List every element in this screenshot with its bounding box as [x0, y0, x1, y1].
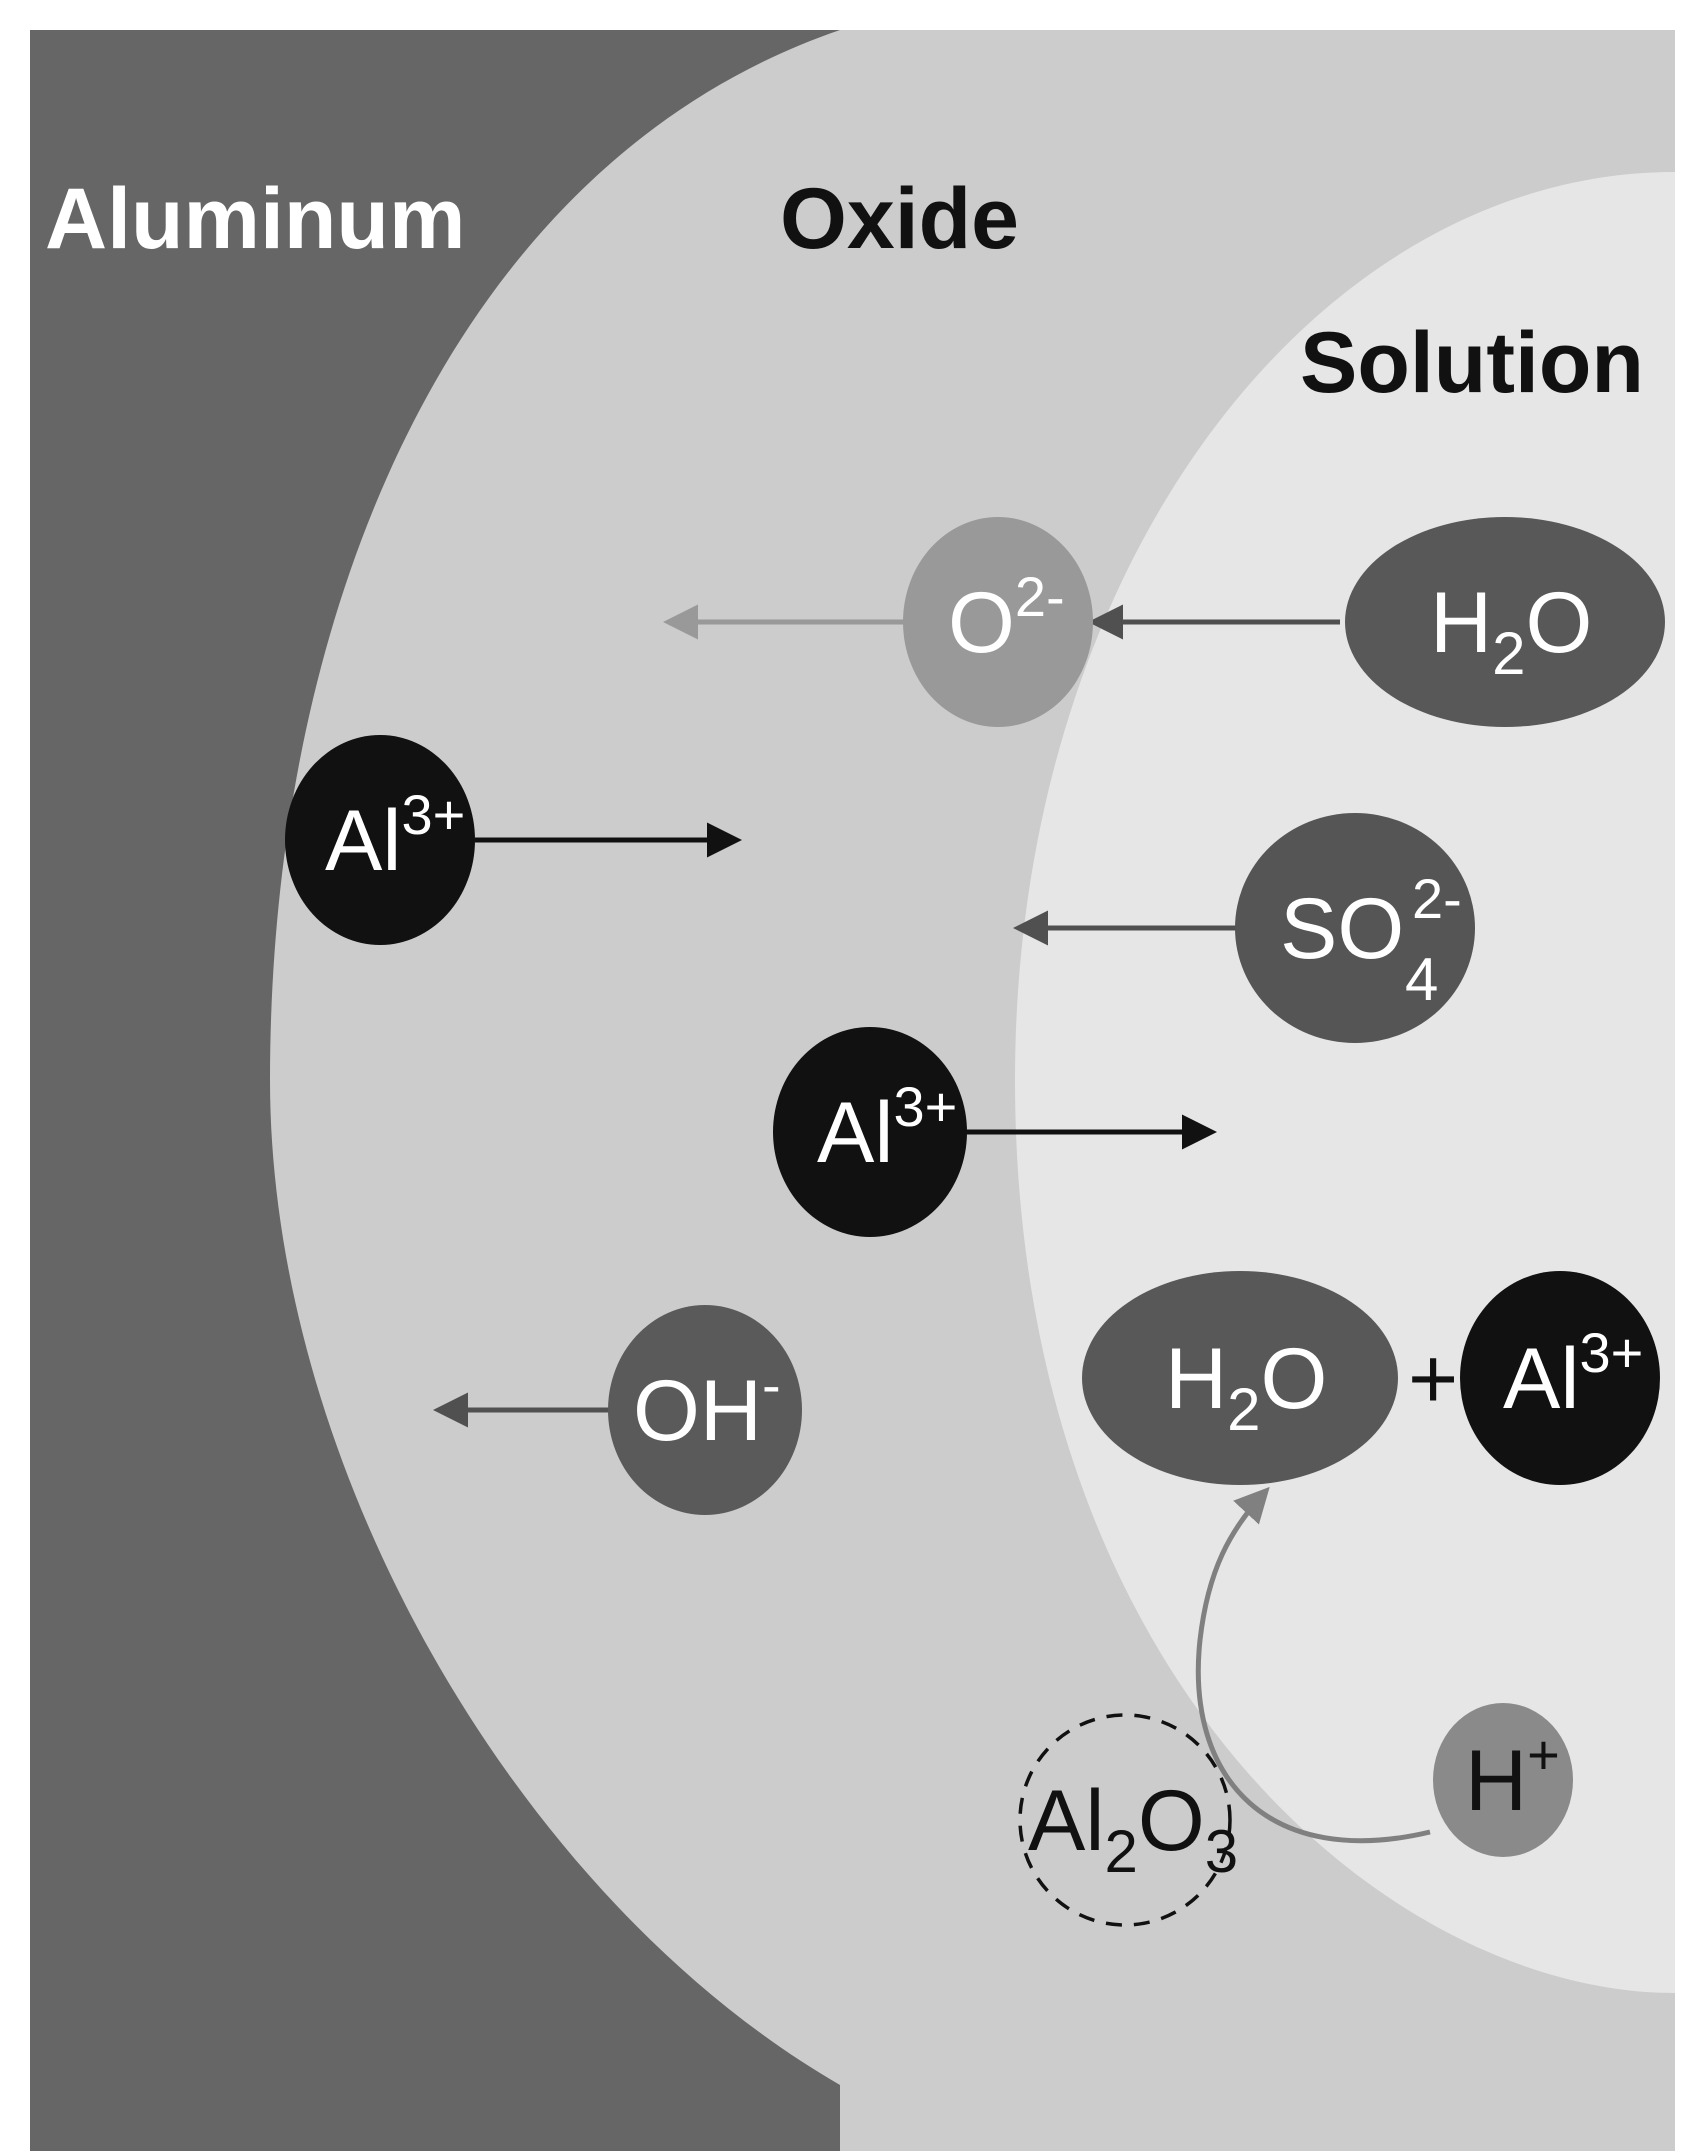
oxide-label: Oxide	[780, 171, 1019, 267]
svg-text:H+: H+	[1465, 1723, 1560, 1829]
o2minus-ion: O2-	[903, 517, 1093, 727]
water-molecule-bottom: H2O	[1082, 1271, 1398, 1485]
svg-text:Al3+: Al3+	[325, 783, 465, 889]
plus-sign: +	[1408, 1331, 1458, 1427]
svg-text:Al3+: Al3+	[1503, 1321, 1643, 1427]
svg-text:O2-: O2-	[948, 565, 1065, 671]
arrow-dissolution	[1195, 1486, 1431, 1844]
proton: H+	[1433, 1703, 1573, 1857]
svg-text:H2O: H2O	[1430, 575, 1592, 687]
aluminum-ion-right: Al3+	[1460, 1271, 1660, 1485]
svg-text:Al3+: Al3+	[817, 1075, 957, 1181]
alumina-dissolving: Al2O3	[1018, 1713, 1238, 1927]
aluminum-ion-middle: Al3+	[773, 1027, 967, 1237]
svg-text:Al2O3: Al2O3	[1028, 1773, 1238, 1885]
aluminum-label: Aluminum	[45, 171, 465, 267]
sulfate-ion: SO42-	[1235, 813, 1475, 1043]
aluminum-ion-top: Al3+	[285, 735, 475, 945]
svg-text:H2O: H2O	[1165, 1331, 1327, 1443]
svg-text:SO42-: SO42-	[1280, 867, 1462, 1013]
solution-label: Solution	[1300, 315, 1644, 411]
hydroxide-ion: OH-	[608, 1305, 802, 1515]
svg-text:OH-: OH-	[633, 1353, 781, 1459]
water-molecule-top: H2O	[1345, 517, 1665, 727]
